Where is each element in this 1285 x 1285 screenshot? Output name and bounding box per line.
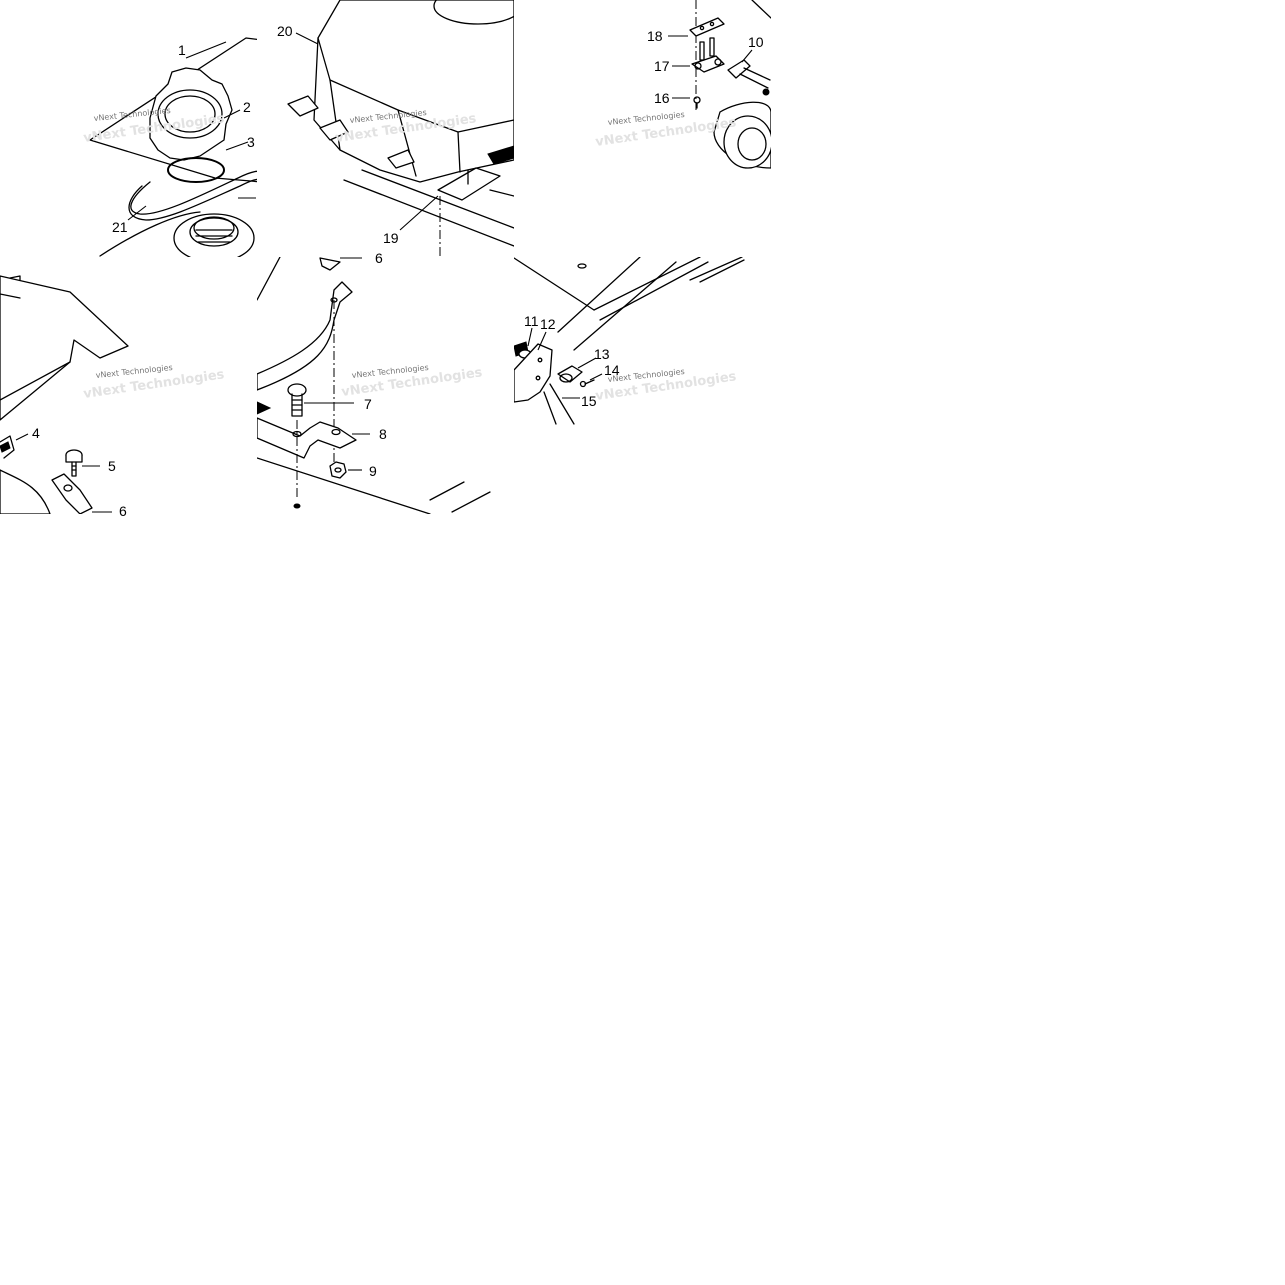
valve-bracket-part [689,17,725,37]
callout-10: 10 [748,34,764,50]
carriage-bolt-part [287,383,307,417]
callout-2: 2 [243,99,251,115]
tile-fuel-cap: vNext Technologies vNext Technologies 1 … [82,37,257,257]
vent-hose-part [128,170,257,221]
callout-1: 1 [178,42,186,58]
side-panel-part [0,275,129,421]
callout-18: 18 [647,28,663,44]
callout-14: 14 [604,362,620,378]
callout-20: 20 [277,23,293,39]
tank-strap-part [257,257,353,391]
filler-neck-part [173,213,255,257]
callout-9: 9 [369,463,377,479]
air-intake-part [713,101,771,169]
latch-bracket-part [514,341,553,403]
latch-screw-part [579,379,595,388]
tile-fuel-tank: vNext Technologies vNext Technologies 20… [277,0,514,257]
hex-bolt-part [65,449,83,477]
hex-nut-part [329,461,347,479]
callout-8: 8 [379,426,387,442]
callout-12: 12 [540,316,556,332]
callout-5: 5 [108,458,116,474]
latch-pin-part [557,365,583,383]
fuel-valve-part [691,37,771,96]
tile-fuel-valve: vNext Technologies vNext Technologies 18… [594,0,771,169]
callout-16: 16 [654,90,670,106]
mount-bracket-part [257,401,357,459]
tile-side-panel: vNext Technologies vNext Technologies 4 … [0,275,226,519]
frame-rail-part [514,257,745,351]
callout-7: 7 [364,396,372,412]
callout-21: 21 [112,219,128,235]
callout-13: 13 [594,346,610,362]
fuel-cap-part [149,67,233,161]
callout-19: 19 [383,230,399,246]
tile-tank-mount: vNext Technologies vNext Technologies 7 … [257,250,491,514]
tank-pad-part [437,167,501,201]
callout-6-top: 6 [375,250,383,266]
mount-clip-part [0,469,93,514]
callout-17: 17 [654,58,670,74]
callout-6: 6 [119,503,127,519]
callout-3: 3 [247,134,255,150]
fuel-tank-part [287,0,514,183]
tile-frame-latch: vNext Technologies vNext Technologies 11… [514,257,745,425]
callout-15: 15 [581,393,597,409]
callout-11: 11 [524,313,539,329]
gasket-ring-part [167,157,225,183]
screw-part [693,96,701,109]
callout-4: 4 [32,425,40,441]
grommet-part [0,435,15,459]
